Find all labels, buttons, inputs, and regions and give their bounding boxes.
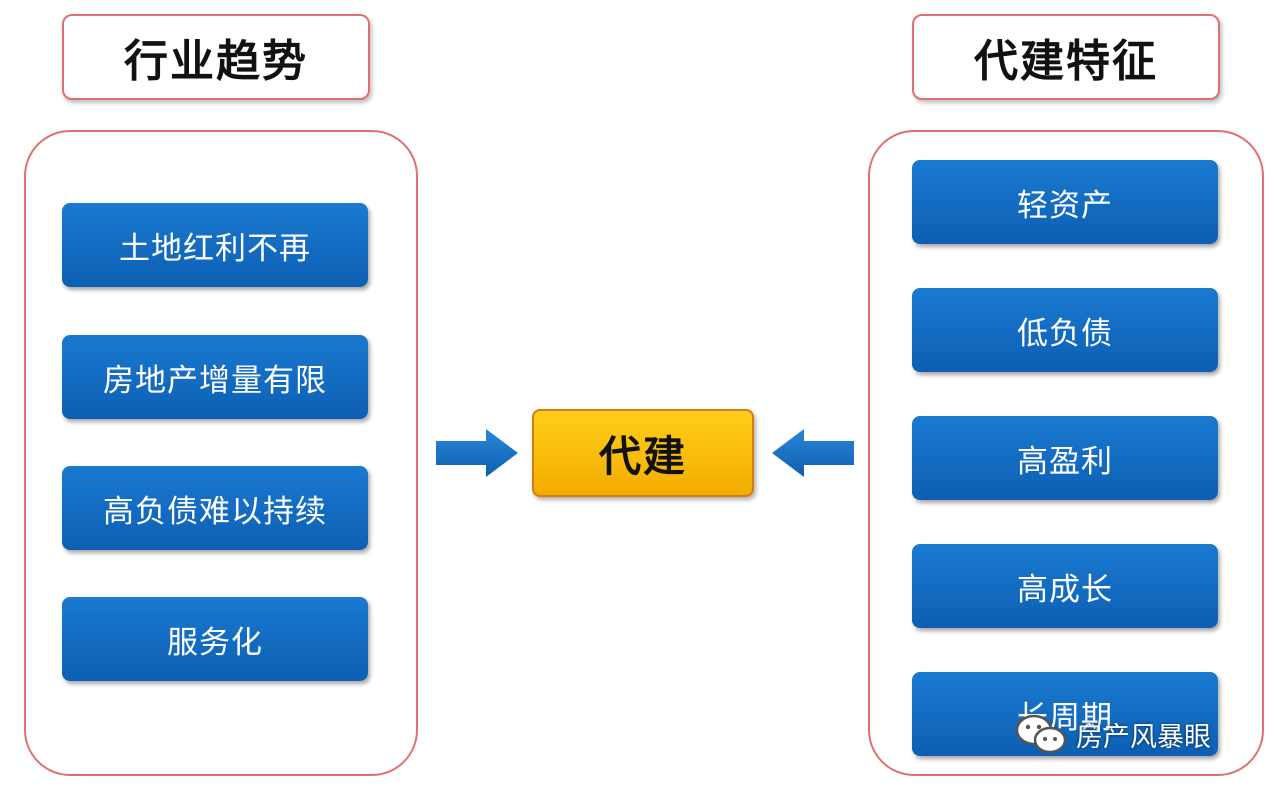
- right-header: 代建特征: [912, 14, 1220, 100]
- watermark: 房产风暴眼: [1014, 712, 1211, 756]
- trend-item: 房地产增量有限: [62, 335, 368, 419]
- feature-item: 高盈利: [912, 416, 1218, 500]
- trend-item: 服务化: [62, 597, 368, 681]
- left-arrow-icon: [772, 429, 854, 477]
- center-box: 代建: [532, 409, 754, 497]
- feature-item: 低负债: [912, 288, 1218, 372]
- wechat-icon: [1015, 714, 1067, 754]
- watermark-text: 房产风暴眼: [1076, 721, 1211, 753]
- feature-item: 高成长: [912, 544, 1218, 628]
- trend-item: 高负债难以持续: [62, 466, 368, 550]
- left-header: 行业趋势: [62, 14, 370, 100]
- feature-item: 轻资产: [912, 160, 1218, 244]
- right-arrow-icon: [436, 429, 518, 477]
- trend-item: 土地红利不再: [62, 203, 368, 287]
